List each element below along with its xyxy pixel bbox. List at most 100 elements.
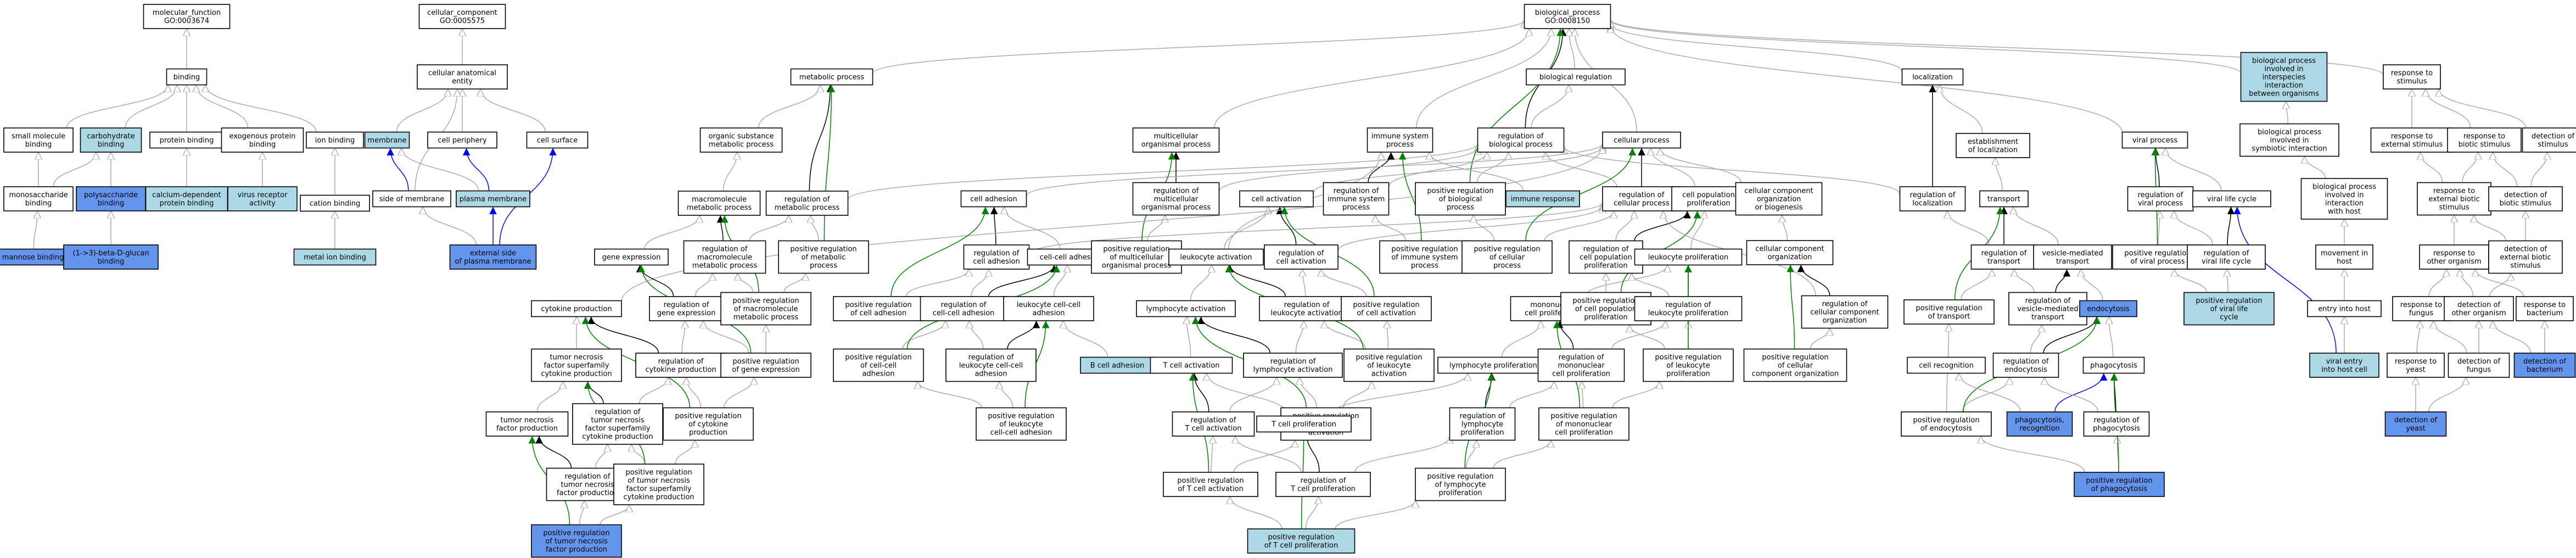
go-term-label-line: detection of bbox=[2394, 416, 2437, 425]
go-term-label-line: transport bbox=[2056, 258, 2089, 266]
go-term-label-line: positive regulation bbox=[845, 301, 911, 309]
edge-is-a-regendo-to-regvesicle bbox=[2030, 325, 2042, 354]
go-term-label-line: entity bbox=[452, 77, 473, 86]
go-term-box bbox=[1132, 182, 1220, 216]
go-term-label-line: viral entry bbox=[2326, 358, 2363, 366]
edge-is-a-regcyto-to-reggene bbox=[682, 321, 685, 354]
go-term-label: cell activation bbox=[1252, 196, 1302, 204]
edge-is-a-geneexp-to-macromol bbox=[643, 215, 699, 249]
edge-is-a-regcellprolif-to-regcellproc bbox=[1615, 210, 1634, 241]
edge-is-a-phagorecog-to-cellrecog bbox=[1959, 373, 2021, 412]
edge-is-a-regbio-to-biorg bbox=[1531, 85, 1569, 129]
edge-is-a-posreggene-to-reggene bbox=[703, 320, 749, 354]
edge-regulates-regtnfprod-to-tnfprod bbox=[535, 436, 572, 468]
edge-is-a-posregtnfprod-to-posregtnfsuper bbox=[600, 504, 629, 525]
go-term-box bbox=[526, 131, 589, 149]
go-term-label-line: cell activation bbox=[1276, 258, 1326, 266]
go-term-box bbox=[1526, 68, 1626, 86]
go-term-label-line: of lymphocyte bbox=[1435, 481, 1486, 489]
go-term-label-line: production bbox=[689, 429, 727, 437]
go-term-label-line: small molecule bbox=[12, 132, 65, 141]
go-term-label-line: into host cell bbox=[2321, 366, 2367, 374]
edge-regulates-reglymphact-to-lymphact bbox=[1197, 316, 1271, 354]
edge-is-a-bcellad-to-leukcellad bbox=[1063, 320, 1108, 358]
go-term-label-line: transport bbox=[1987, 258, 2020, 266]
go-term-label-line: process bbox=[1447, 204, 1474, 212]
go-term-label-line: metabolic process bbox=[709, 141, 774, 149]
edge-is-a-mannose-to-monob bbox=[33, 211, 37, 249]
edge-is-a-posregcyto-to-regcyto bbox=[686, 377, 701, 408]
edge-is-a-posregtnfsuper-to-posregcyto bbox=[675, 440, 695, 465]
edge-is-a-cellad-to-cellproc bbox=[1026, 143, 1603, 196]
go-term-label-line: interaction bbox=[2325, 199, 2364, 208]
go-term-box bbox=[1899, 186, 1966, 211]
go-term-label-line: viral life cycle bbox=[2207, 196, 2256, 204]
go-term-node-metalion: metal ion binding bbox=[293, 248, 377, 266]
go-term-label-line: macromolecule bbox=[697, 254, 752, 262]
go-term-label-line: leukocyte activation bbox=[1270, 309, 1342, 317]
go-term-label-line: biological process bbox=[2252, 57, 2316, 65]
go-term-node-cation: cation binding bbox=[300, 194, 370, 212]
go-term-node-tcellact: T cell activation bbox=[1150, 356, 1233, 374]
go-term-box bbox=[1343, 348, 1435, 382]
go-term-label-line: gene expression bbox=[657, 309, 716, 317]
go-term-label-line: of endocytosis bbox=[1920, 425, 1972, 433]
edge-is-a-detorg-to-resporg bbox=[2460, 269, 2474, 297]
go-term-box bbox=[2079, 300, 2137, 317]
go-term-box bbox=[1132, 127, 1220, 153]
go-term-box bbox=[0, 248, 70, 266]
go-term-node-tcellprolif: T cell proliferation bbox=[1256, 415, 1352, 433]
edge-is-a-posregtcellact-to-posreglymphact bbox=[1233, 440, 1295, 473]
go-term-label: mannose binding bbox=[2, 254, 64, 262]
go-term-label-line: membrane bbox=[367, 137, 406, 145]
edge-is-a-regcellcellad-to-regcellad bbox=[971, 269, 989, 297]
go-term-label-line: regulation of bbox=[1270, 358, 1316, 366]
go-term-box bbox=[2127, 186, 2194, 211]
edge-regulates-regcyto-to-cytoprod bbox=[587, 316, 659, 354]
go-term-node-endocytosis: endocytosis bbox=[2079, 300, 2137, 317]
edge-is-a-respfungus-to-resporg bbox=[2428, 269, 2446, 297]
go-term-label-line: establishment bbox=[1968, 138, 2018, 146]
edge-is-a-posregcell-to-posregbio bbox=[1474, 215, 1495, 241]
go-term-label-line: of cell-cell bbox=[860, 362, 897, 370]
go-term-label-line: cation binding bbox=[310, 200, 361, 208]
edge-is-a-regleukprolif-to-regcellprolif bbox=[1632, 273, 1670, 297]
edge-is-a-ionb-to-binding bbox=[205, 85, 317, 132]
go-term-label-line: vesicle-mediated bbox=[2017, 305, 2078, 314]
edge-is-a-posreglymphprolif-to-posregmononuc bbox=[1493, 440, 1550, 468]
go-term-box bbox=[531, 348, 622, 382]
go-term-label-line: regulation of bbox=[1666, 301, 1711, 309]
go-term-label-line: T cell activation bbox=[1185, 425, 1242, 433]
edge-is-a-respextbio-to-respext bbox=[2421, 152, 2443, 183]
edge-is-a-posregccorg-to-regccorg bbox=[1810, 328, 1829, 349]
edge-is-a-biorg-to-bp bbox=[1569, 29, 1575, 69]
go-term-label-line: regulation of bbox=[702, 245, 748, 254]
go-term-box bbox=[1367, 127, 1433, 153]
go-term-label-line: with host bbox=[2328, 208, 2361, 216]
go-term-box bbox=[2192, 190, 2271, 208]
go-term-label-line: factor production bbox=[546, 546, 607, 554]
edge-is-a-localization-to-bp bbox=[1611, 23, 1903, 72]
